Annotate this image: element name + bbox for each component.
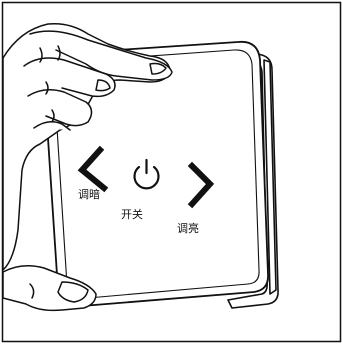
dim-label: 调暗 xyxy=(78,187,100,201)
chevron-right-icon[interactable] xyxy=(187,161,215,209)
power-icon[interactable] xyxy=(133,158,160,190)
power-label: 开关 xyxy=(121,207,143,221)
chevron-left-icon[interactable] xyxy=(77,145,109,193)
bright-label: 调亮 xyxy=(177,221,199,235)
thumb xyxy=(2,265,97,312)
hand xyxy=(2,22,173,271)
